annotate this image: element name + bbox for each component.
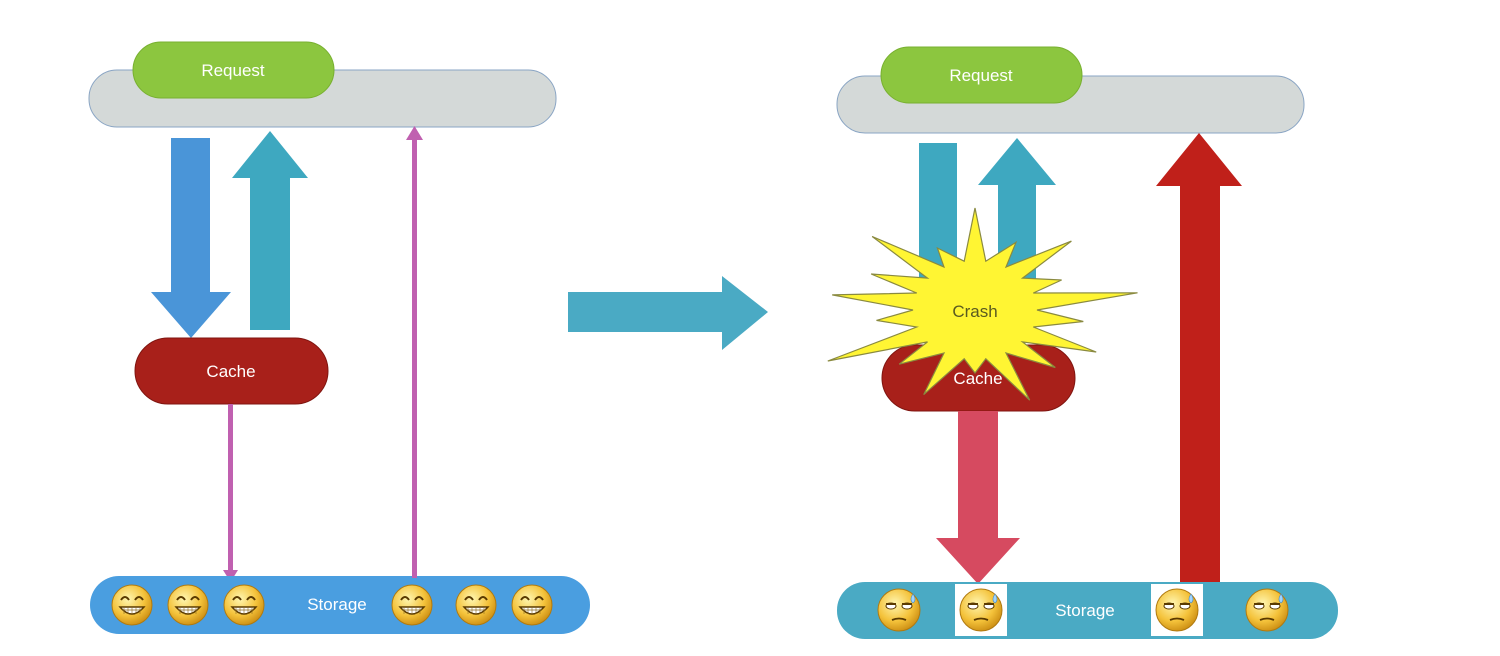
right-panel: Request Cache Crash Storage: [827, 46, 1338, 639]
left-storage-to-request-arrow: [406, 126, 423, 578]
grinning-face-icon: [167, 584, 209, 626]
left-up-arrow: [232, 131, 308, 330]
grinning-face-icon: [511, 584, 553, 626]
left-happy-faces: [111, 584, 553, 626]
tired-face-icon: [877, 588, 921, 632]
left-request-node: Request: [132, 41, 335, 99]
right-cache-to-storage-arrow: [936, 411, 1020, 584]
crash-label: Crash: [952, 302, 997, 321]
right-request-node: Request: [880, 46, 1083, 104]
right-request-label: Request: [949, 66, 1013, 85]
right-storage-to-request-arrow: [1156, 133, 1242, 582]
left-cache-label: Cache: [206, 362, 255, 381]
left-cache-node: Cache: [134, 337, 329, 405]
right-arrow-icon: [568, 276, 768, 350]
left-request-label: Request: [201, 61, 265, 80]
left-down-arrow: [151, 138, 231, 338]
grinning-face-icon: [111, 584, 153, 626]
tired-face-icon: [1151, 584, 1203, 636]
right-tired-faces: [877, 584, 1289, 636]
right-up-arrow: [978, 138, 1056, 300]
crash-burst: Crash: [827, 207, 1138, 401]
grinning-face-icon: [455, 584, 497, 626]
right-cache-label: Cache: [953, 369, 1002, 388]
tired-face-icon: [955, 584, 1007, 636]
grinning-face-icon: [391, 584, 433, 626]
left-cache-to-storage-arrow: [223, 404, 238, 582]
tired-face-icon: [1245, 588, 1289, 632]
left-panel: Request Cache Storage: [88, 41, 590, 634]
grinning-face-icon: [223, 584, 265, 626]
left-storage-label: Storage: [307, 595, 367, 614]
right-storage-label: Storage: [1055, 601, 1115, 620]
